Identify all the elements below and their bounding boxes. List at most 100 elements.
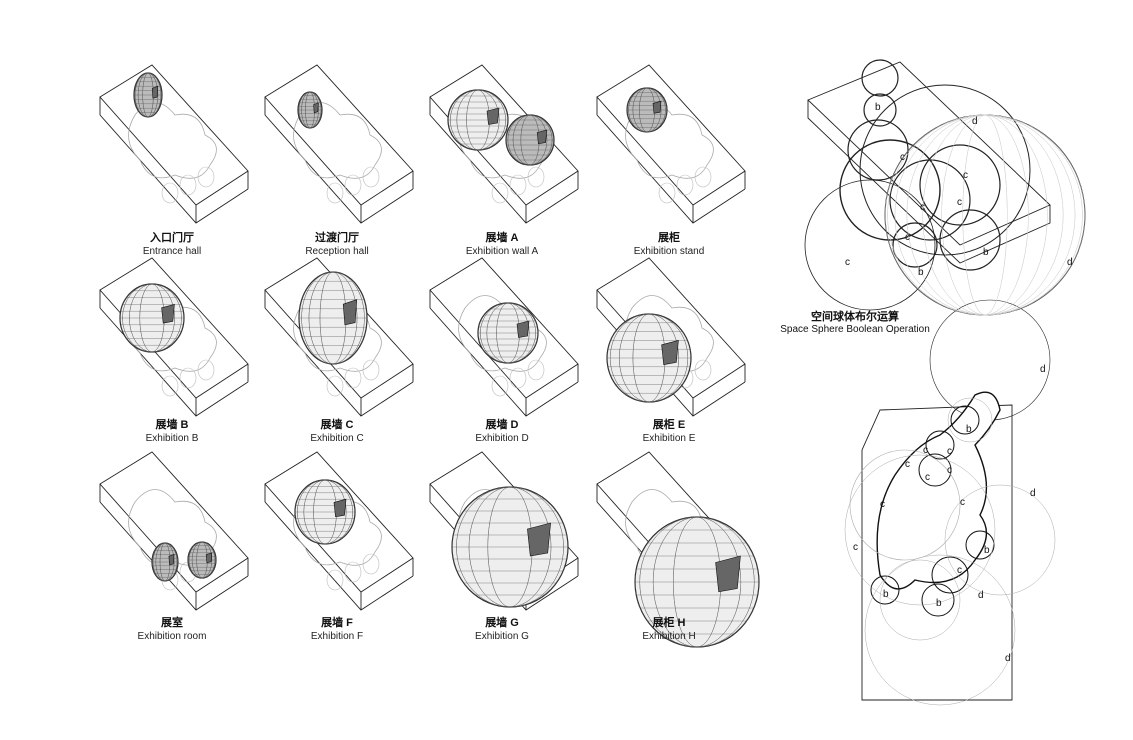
plan-label-c: c <box>905 459 910 470</box>
circle-outline <box>944 484 1056 596</box>
caption-zh: 入口门厅 <box>150 232 194 244</box>
panel-9 <box>99 451 249 611</box>
sphere-outline <box>839 139 941 241</box>
caption-en: Entrance hall <box>142 246 202 257</box>
circle-outline <box>947 397 993 443</box>
panel-6 <box>264 257 414 417</box>
sphere <box>451 486 569 608</box>
sphere-outline <box>884 114 1086 316</box>
caption-zh: 展柜 E <box>652 419 686 431</box>
sphere-outline <box>861 59 899 97</box>
boolean-operation-caption: 空间球体布尔运算 Space Sphere Boolean Operation <box>770 308 940 335</box>
caption-en: Exhibition E <box>642 433 696 444</box>
site-box <box>596 64 746 224</box>
circle-outline <box>849 449 961 561</box>
panel-12 <box>596 451 760 648</box>
sphere <box>294 479 356 545</box>
panel-11 <box>429 451 579 611</box>
caption-en: Exhibition H <box>642 631 696 642</box>
sphere-outline <box>847 119 909 181</box>
caption-zh: 展墙 C <box>320 419 354 431</box>
caption-zh: 展墙 G <box>485 617 519 629</box>
plan-label-d: d <box>1005 653 1011 664</box>
plan-label-c: c <box>923 445 928 456</box>
caption-zh: 展墙 F <box>321 617 353 629</box>
site-box <box>429 64 579 224</box>
circle-outline <box>870 575 900 605</box>
sphere-label-b: b <box>983 247 989 258</box>
site-box <box>99 64 249 224</box>
sphere-label-d: d <box>1040 364 1046 375</box>
plan-label-d: d <box>978 590 984 601</box>
panel-2 <box>264 64 414 224</box>
caption-zh: 展柜 <box>658 232 680 244</box>
sphere-label-c: c <box>963 170 968 181</box>
circle-outline <box>844 454 996 606</box>
sphere <box>297 91 323 129</box>
site-box <box>264 64 414 224</box>
panel-3 <box>429 64 579 224</box>
caption-en: Exhibition C <box>310 433 364 444</box>
sphere-outline <box>859 84 1031 256</box>
caption-en: Exhibition D <box>475 433 529 444</box>
circle-outline <box>879 559 961 641</box>
panel-caption: 展墙 B Exhibition B <box>92 419 252 445</box>
sphere <box>298 271 368 365</box>
circle-outline <box>864 554 1016 706</box>
plan-label-d: d <box>1030 488 1036 499</box>
sphere <box>119 283 185 353</box>
panel-caption: 展墙 A Exhibition wall A <box>422 232 582 258</box>
caption-zh: 展墙 A <box>485 232 519 244</box>
sphere-label-b: b <box>875 102 881 113</box>
sphere-label-c: c <box>905 232 910 243</box>
sphere <box>626 87 668 133</box>
plan-label-c: c <box>957 565 962 576</box>
plan-label-b: b <box>966 424 972 435</box>
sphere <box>133 72 163 118</box>
caption-en: Exhibition F <box>310 631 364 642</box>
sphere-outline <box>863 93 897 127</box>
caption-en: Exhibition B <box>145 433 199 444</box>
circle-outline <box>918 453 952 487</box>
caption-en: Exhibition stand <box>633 246 705 257</box>
plan-label-b: b <box>936 598 942 609</box>
panel-5 <box>99 257 249 417</box>
sphere <box>505 114 555 166</box>
circle-outline <box>925 430 955 460</box>
sphere-outline <box>939 209 1001 271</box>
caption-zh: 展墙 B <box>155 419 189 431</box>
caption-en: Exhibition wall A <box>465 246 539 257</box>
panel-caption: 入口门厅 Entrance hall <box>92 232 252 258</box>
panel-10 <box>264 451 414 611</box>
sphere-label-b: b <box>918 267 924 278</box>
panel-caption: 展墙 C Exhibition C <box>257 419 417 445</box>
sphere <box>187 541 217 579</box>
caption-en: Exhibition room <box>137 631 207 642</box>
sphere-outline <box>892 222 938 268</box>
circle-outline <box>931 556 969 594</box>
sphere-label-c: c <box>845 257 850 268</box>
panel-4 <box>596 64 746 224</box>
sphere-label-c: c <box>920 202 925 213</box>
plan-label-c: c <box>853 542 858 553</box>
plan-label-c: c <box>880 499 885 510</box>
sphere-label-c: c <box>957 197 962 208</box>
caption-zh: 过渡门厅 <box>315 232 359 244</box>
panel-7 <box>429 257 579 417</box>
sphere <box>606 313 692 403</box>
sphere <box>477 302 539 364</box>
sphere-outline <box>919 144 1001 226</box>
sphere <box>634 516 760 648</box>
boolean-title-en: Space Sphere Boolean Operation <box>780 324 930 335</box>
circle-outline <box>921 583 955 617</box>
caption-en: Exhibition G <box>475 631 529 642</box>
caption-zh: 展墙 D <box>485 419 519 431</box>
caption-zh: 展柜 H <box>652 617 686 629</box>
sphere-outline <box>889 159 971 241</box>
panel-caption: 展墙 D Exhibition D <box>422 419 582 445</box>
